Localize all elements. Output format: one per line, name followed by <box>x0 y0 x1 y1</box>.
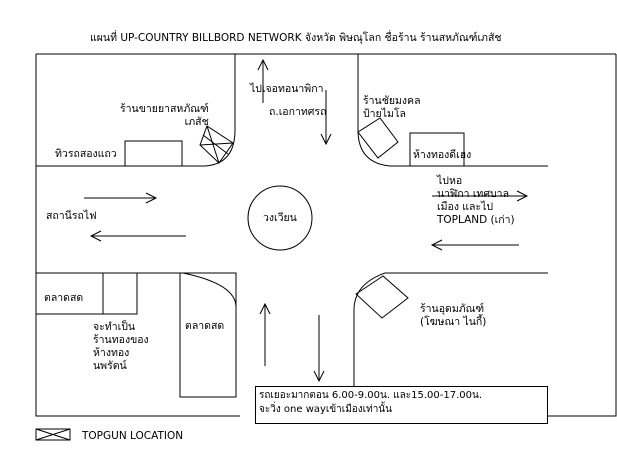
label-market-left: ตลาดสด <box>44 292 84 304</box>
label-gold-shop-top-right: ห้างทองดีเฮง <box>413 149 472 161</box>
building-market-left <box>35 272 138 315</box>
arrow-up-south-road <box>259 302 271 366</box>
roundabout-circle <box>247 185 313 251</box>
arrow-left-east-road <box>430 239 519 251</box>
legend-crossed-box <box>35 428 71 441</box>
map-title: แผนที่ UP-COUNTRY BILLBORD NETWORK จังหว… <box>90 32 502 44</box>
arrow-right-east-road <box>432 190 529 202</box>
building-row-house <box>124 140 183 167</box>
arrow-down-south-road <box>313 315 325 383</box>
traffic-note-box <box>255 386 548 424</box>
label-udom-shop: ร้านอุดมภัณฑ์ (โฆษณา ไนกี้) <box>420 303 487 328</box>
label-ekathotsarot-road: ถ.เอกาทศรถ <box>269 106 327 118</box>
road-corner-top-right <box>357 129 548 167</box>
building-chaiyamongkhon <box>357 117 399 159</box>
label-railway-station: สถานีรถไฟ <box>46 210 97 222</box>
traffic-note-text: รถเยอะมากตอน 6.00-9.00น. และ15.00-17.00น… <box>259 390 483 415</box>
building-gold-shop-top-right <box>409 132 465 167</box>
label-future-gold-shop: จะทำเป็น ร้านทองของ ห้างทอง นพรัตน์ <box>93 321 149 372</box>
label-row-houses: ทิวรถสองแถว <box>55 148 117 160</box>
legend-label: TOPGUN LOCATION <box>82 430 184 442</box>
label-market-center: ตลาดสด <box>185 320 225 332</box>
label-to-clock-topland: ไปหอ นาฬิกา เทศบาล เมือง และไป TOPLAND (… <box>437 175 515 226</box>
label-to-chao-naphikan: ไปเจอทอนาพิกา <box>250 83 324 95</box>
road-corner-bottom-right <box>353 272 548 397</box>
label-chaiyamongkhon-shop: ร้านชัยมงคล ป้ายไมโล <box>363 95 421 120</box>
building-udom <box>355 275 409 319</box>
label-roundabout: วงเวียน <box>263 212 297 224</box>
road-corner-top-left <box>36 129 236 167</box>
map-frame <box>35 53 617 417</box>
arrow-down-north-road <box>320 90 332 146</box>
building-market-center <box>179 272 237 398</box>
arrow-right-west-road <box>84 192 158 204</box>
arrow-left-west-road <box>89 230 186 242</box>
label-pharmacy-shop: ร้านขายยาสหภัณฑ์ เภสัช <box>120 103 209 128</box>
arrow-up-north-road <box>257 58 269 103</box>
